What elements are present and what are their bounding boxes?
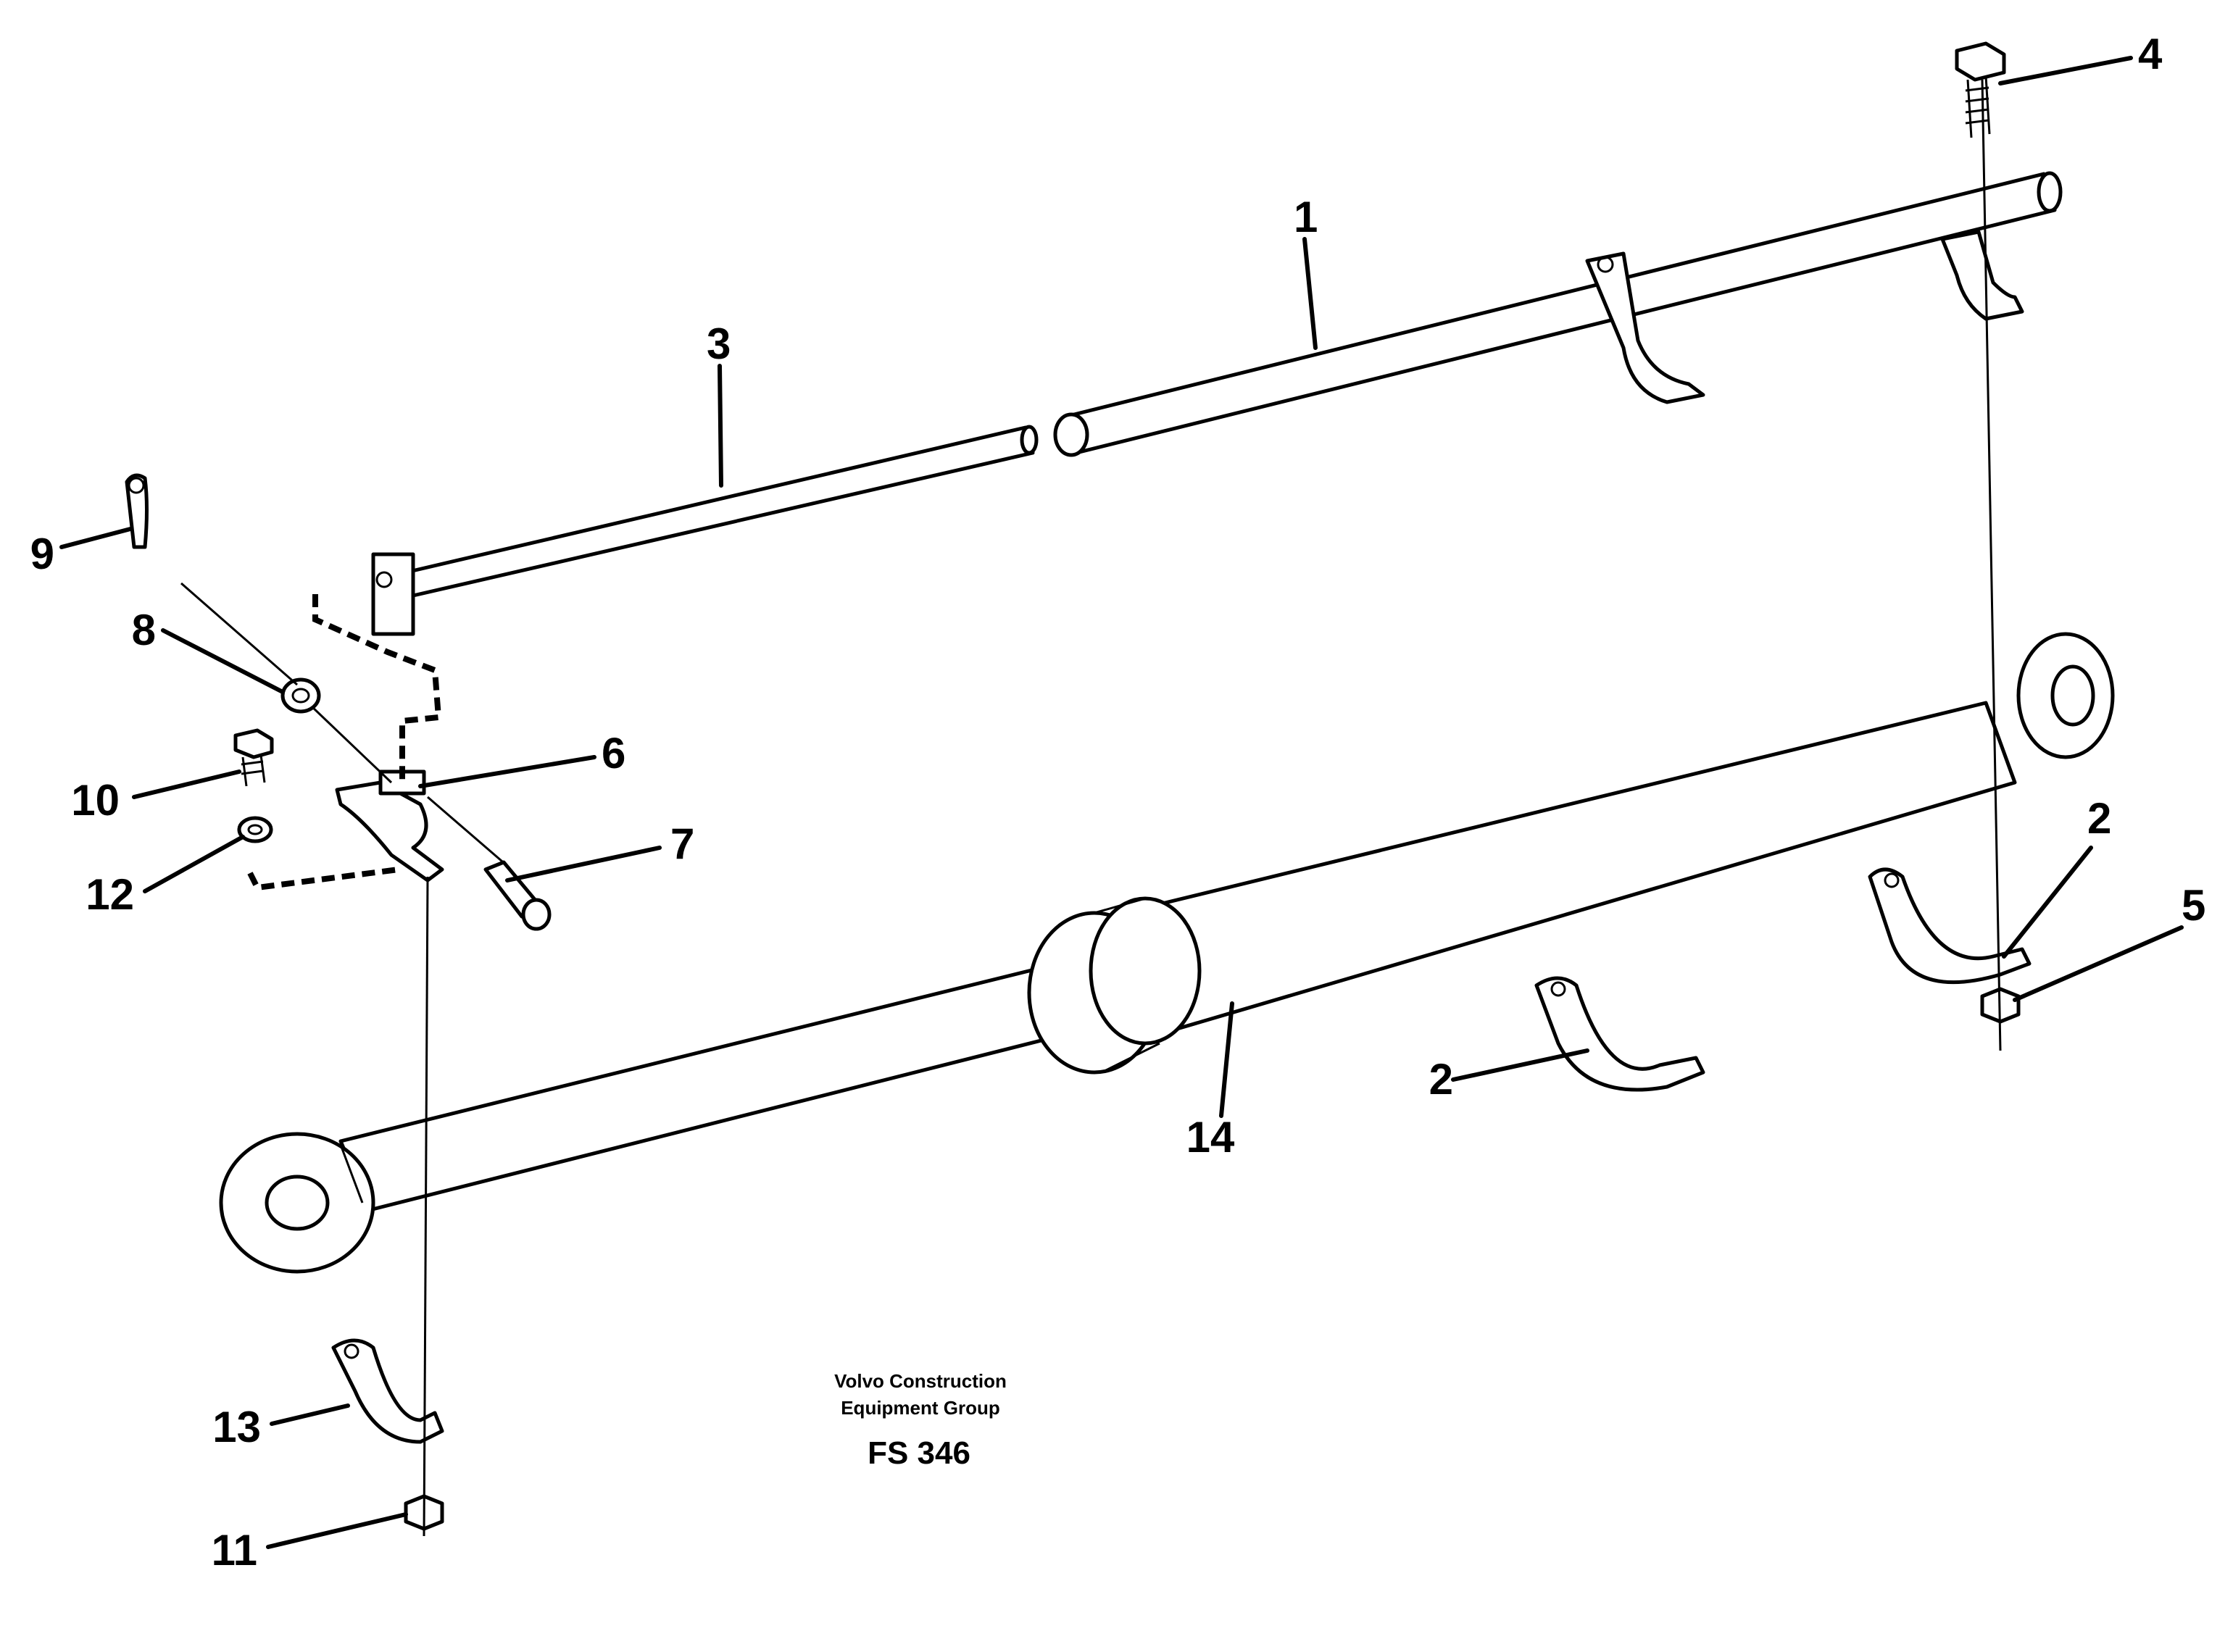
bolt-4 (1955, 41, 2006, 138)
callout-3: 3 (707, 320, 731, 368)
leader-lines (59, 56, 2184, 1549)
callout-2-right: 2 (2087, 794, 2111, 843)
caption-line-2: Equipment Group (841, 1397, 1000, 1419)
control-rod (371, 425, 1039, 636)
callout-14: 14 (1186, 1113, 1235, 1161)
callout-2-center: 2 (1429, 1055, 1453, 1104)
clamp-2-center (1534, 976, 1705, 1092)
bolt-10 (233, 728, 274, 787)
assembly-lines (180, 79, 2002, 1537)
callout-12: 12 (86, 870, 134, 919)
callout-13: 13 (212, 1403, 261, 1451)
callout-labels: 1 2 2 3 4 5 6 7 8 9 10 11 12 13 14 (30, 30, 2206, 1574)
callout-5: 5 (2182, 881, 2205, 930)
clamp-2-right (1868, 867, 2032, 985)
callout-9: 9 (30, 530, 54, 578)
hydraulic-cylinder (219, 632, 2115, 1274)
pin-7 (483, 860, 552, 931)
clamp-13 (331, 1338, 444, 1444)
caption: Volvo Construction Equipment Group FS 34… (834, 1370, 1007, 1471)
split-pin-9 (125, 473, 149, 549)
callout-4: 4 (2138, 30, 2163, 78)
washer-12 (237, 816, 273, 843)
pipe-tube (1053, 171, 2063, 457)
callout-1: 1 (1294, 193, 1318, 241)
callout-11: 11 (212, 1526, 257, 1574)
bracket-assembly (247, 594, 444, 891)
callout-7: 7 (670, 819, 694, 868)
callout-6: 6 (602, 729, 625, 777)
caption-line-1: Volvo Construction (834, 1370, 1007, 1392)
tube-clamp-right (1940, 230, 2024, 321)
callout-8: 8 (132, 606, 156, 654)
figure-code: FS 346 (868, 1435, 970, 1471)
washer-8 (280, 677, 321, 714)
tube-clamp-left (1585, 251, 1705, 404)
callout-10: 10 (71, 776, 120, 825)
